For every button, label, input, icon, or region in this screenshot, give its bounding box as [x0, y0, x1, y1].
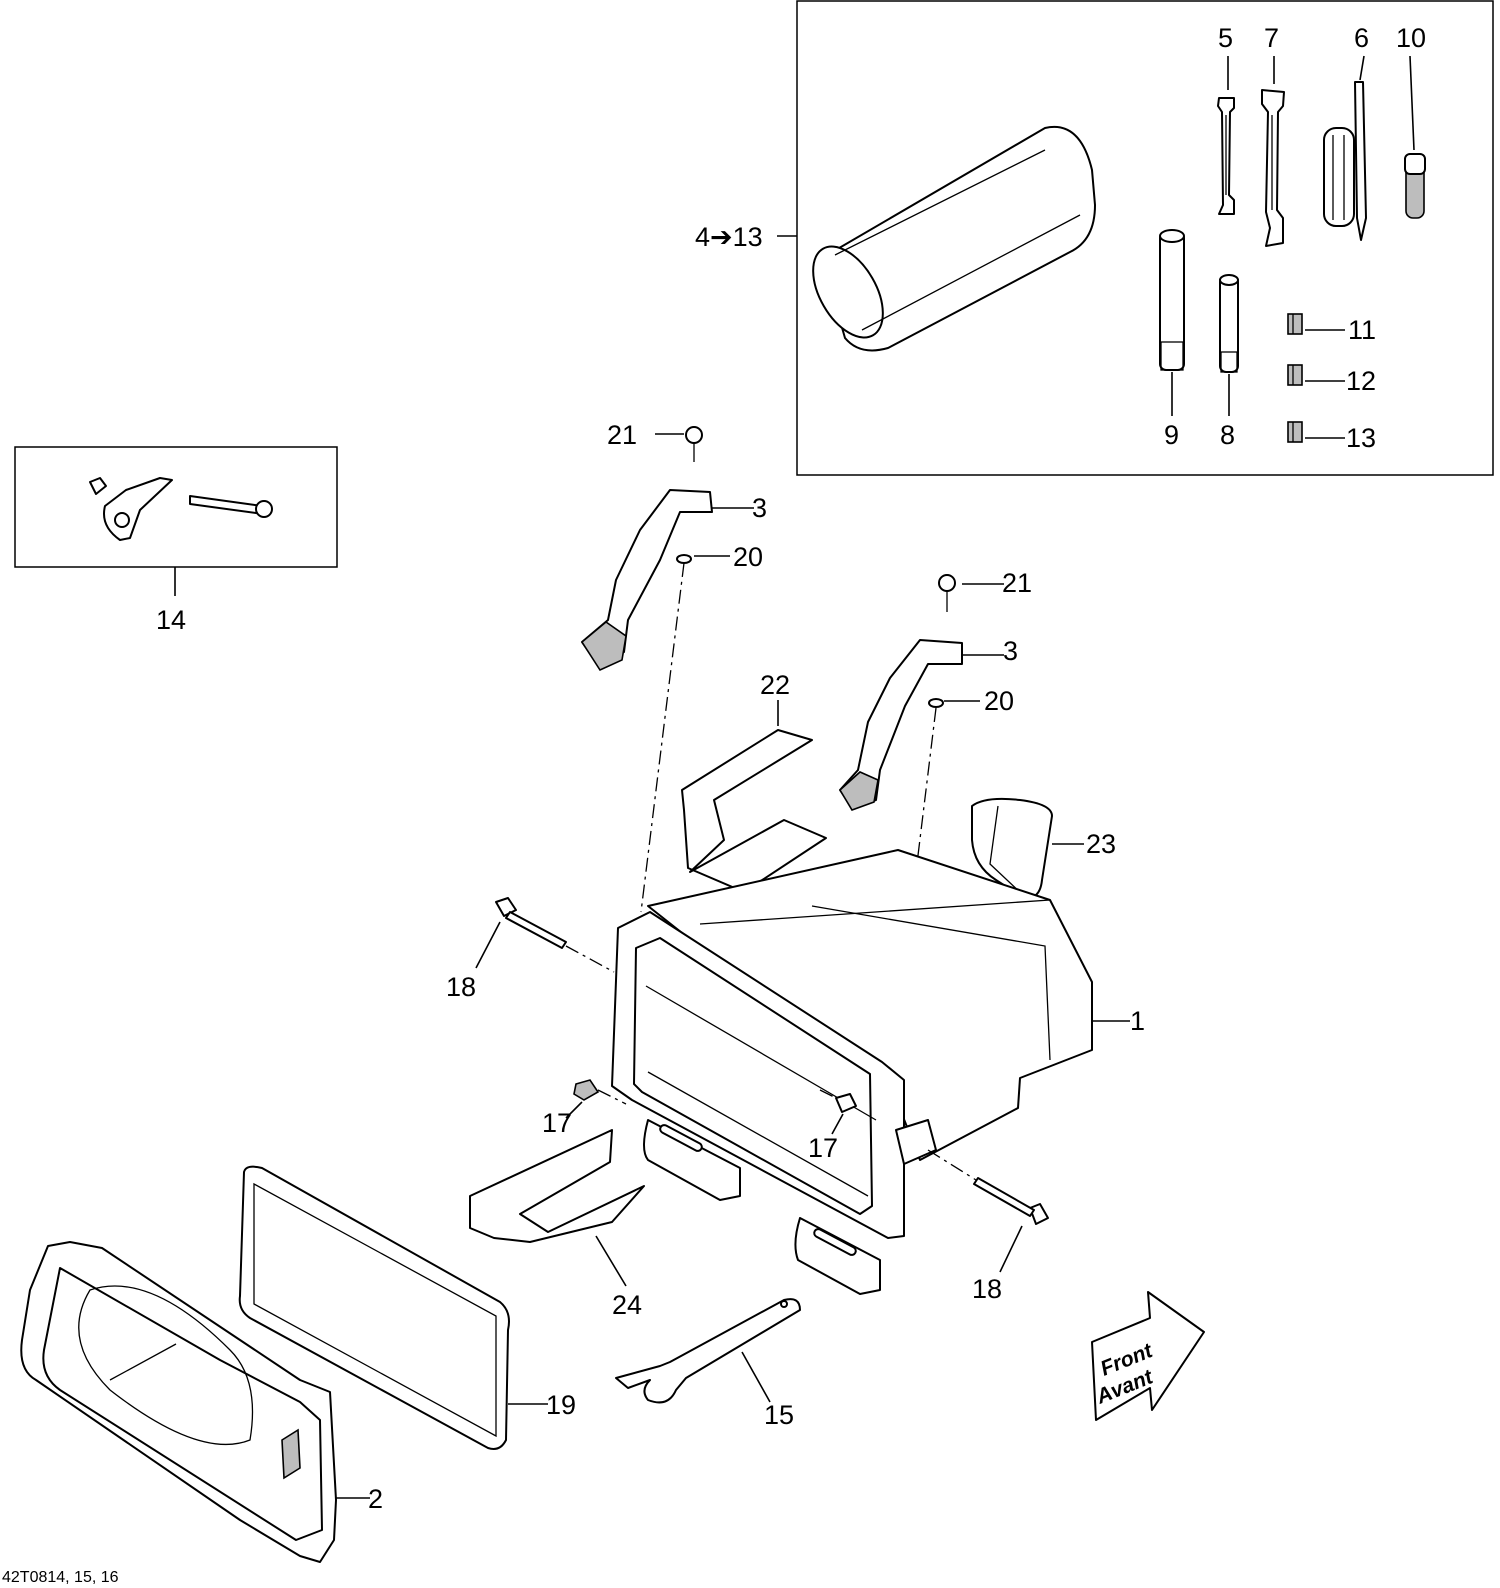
callout-2: 2 — [368, 1484, 383, 1514]
callout-4-to-13: 4➔13 — [695, 222, 763, 252]
tool-bag — [812, 125, 1096, 352]
callout-5: 5 — [1218, 23, 1233, 53]
callout-9: 9 — [1164, 420, 1179, 450]
callout-12: 12 — [1346, 366, 1376, 396]
nut-17-left — [565, 1079, 627, 1119]
callout-13: 13 — [1346, 423, 1376, 453]
front-direction-arrow — [1091, 1291, 1205, 1421]
handle-right — [838, 574, 1004, 811]
callout-3-left: 3 — [752, 493, 767, 523]
small-wrench — [1217, 97, 1235, 215]
handle-left — [580, 426, 754, 672]
callout-22: 22 — [760, 670, 790, 700]
callout-18-left: 18 — [446, 972, 476, 1002]
callout-15: 15 — [764, 1400, 794, 1430]
callout-14: 14 — [156, 605, 186, 635]
callout-18-right: 18 — [972, 1274, 1002, 1304]
callout-7: 7 — [1264, 23, 1279, 53]
callout-21-left: 21 — [607, 420, 637, 450]
heat-shield-22 — [681, 700, 827, 893]
fuse-12 — [1287, 364, 1303, 386]
fuse-11 — [1287, 313, 1303, 335]
bit-driver — [1404, 153, 1426, 219]
nut-17-right — [819, 1089, 857, 1135]
callout-21-right: 21 — [1002, 568, 1032, 598]
callout-17-right: 17 — [808, 1133, 838, 1163]
callout-20-right: 20 — [984, 686, 1014, 716]
cover-2 — [20, 1241, 370, 1563]
figure-reference: 42T0814, 15, 16 — [2, 1569, 119, 1586]
fuse-13 — [1287, 421, 1303, 443]
callout-19: 19 — [546, 1390, 576, 1420]
callout-24: 24 — [612, 1290, 642, 1320]
callout-17-left: 17 — [542, 1108, 572, 1138]
callout-6: 6 — [1354, 23, 1369, 53]
tool-kit-inset — [777, 0, 1494, 476]
pad-23 — [971, 797, 1084, 900]
bolt-18-left — [475, 897, 615, 973]
callout-8: 8 — [1220, 420, 1235, 450]
spanner-15 — [615, 1298, 801, 1404]
large-wrench — [1261, 89, 1285, 247]
screwdriver — [1323, 81, 1367, 241]
bracket-kit-inset — [14, 446, 338, 596]
storage-box-main — [611, 849, 1130, 1295]
heat-shield-24 — [469, 1129, 645, 1287]
callout-10: 10 — [1396, 23, 1426, 53]
bolt-18-right — [927, 1149, 1049, 1273]
gasket-19 — [238, 1165, 548, 1450]
tube-wrench-large — [1159, 229, 1185, 371]
callout-1: 1 — [1130, 1006, 1145, 1036]
tube-wrench-small — [1219, 274, 1239, 373]
callout-23: 23 — [1086, 829, 1116, 859]
callout-20-left: 20 — [733, 542, 763, 572]
callout-11: 11 — [1348, 315, 1376, 345]
callout-3-right: 3 — [1003, 636, 1018, 666]
